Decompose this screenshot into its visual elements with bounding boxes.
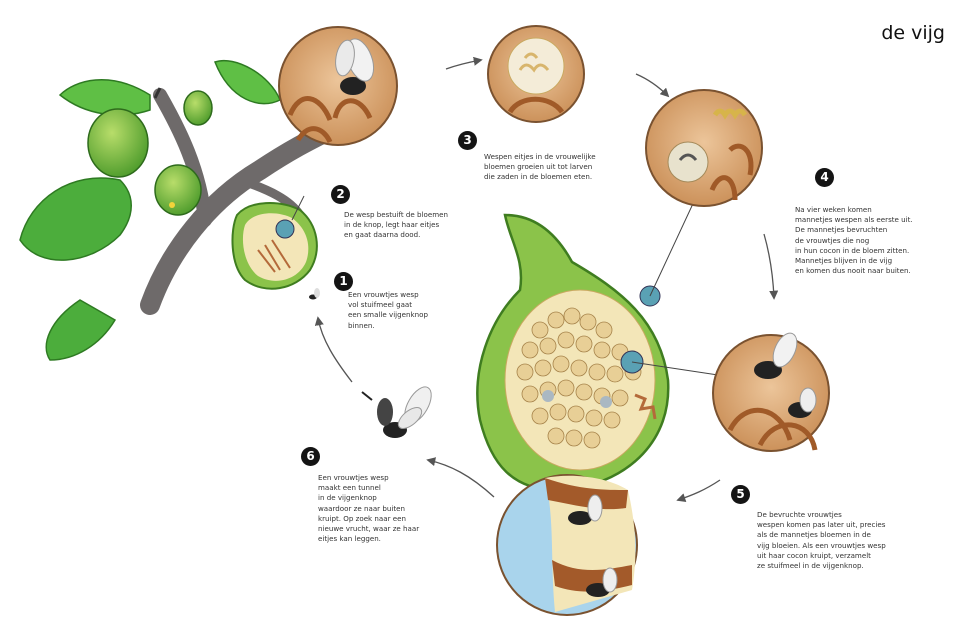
- wasp-stage-1: [309, 288, 320, 300]
- step-6-caption: Een vrouwtjes wesp maakt een tunnel in d…: [318, 473, 468, 544]
- leaf: [60, 80, 150, 115]
- wasp-stage-6: [362, 383, 437, 438]
- stage-4-circle: [646, 90, 762, 206]
- step-2-caption: De wesp bestuift de bloemen in de knop, …: [344, 210, 514, 241]
- step-6-number: 6: [301, 447, 320, 466]
- step-1-number: 1: [334, 272, 353, 291]
- leaf: [20, 178, 131, 260]
- fig: [184, 91, 212, 125]
- step-3-caption: Wespen eitjes in de vrouwelijke bloemen …: [484, 152, 654, 183]
- large-fig-section: [477, 215, 668, 490]
- small-fig-section: [232, 203, 316, 289]
- step-3-number: 3: [458, 131, 477, 150]
- leaf: [46, 300, 115, 360]
- step-5-caption: De bevruchte vrouwtjes wespen komen pas …: [757, 510, 942, 571]
- leaf: [215, 61, 280, 104]
- step-2-number: 2: [331, 185, 350, 204]
- stage-6-circle: [497, 475, 637, 615]
- stage-3-circle: [488, 26, 584, 122]
- step-4-caption: Na vier weken komen mannetjes wespen als…: [795, 205, 950, 276]
- fig: [155, 165, 201, 215]
- step-4-number: 4: [815, 168, 834, 187]
- stage-2-circle: [279, 27, 397, 145]
- stage-5-circle: [713, 329, 829, 451]
- step-1-caption: Een vrouwtjes wesp vol stuifmeel gaat ee…: [348, 290, 498, 331]
- diagram-title: de vijg: [881, 22, 945, 44]
- fig: [88, 109, 148, 177]
- step-5-number: 5: [731, 485, 750, 504]
